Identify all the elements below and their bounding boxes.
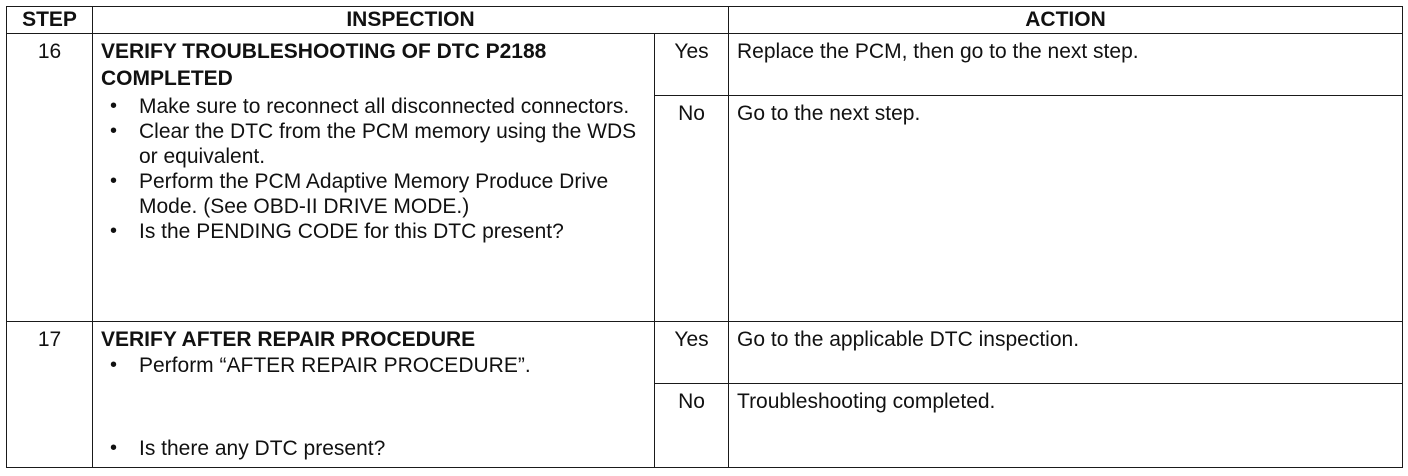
inspection-bullets: Make sure to reconnect all disconnected … bbox=[101, 94, 646, 244]
bullet-item: Clear the DTC from the PCM memory using … bbox=[101, 119, 646, 169]
header-inspection: INSPECTION bbox=[91, 6, 730, 34]
no-action: Troubleshooting completed. bbox=[728, 383, 1404, 468]
inspection-cell: VERIFY AFTER REPAIR PROCEDURE Perform “A… bbox=[92, 321, 655, 468]
yes-label: Yes bbox=[653, 33, 730, 96]
bullet-item: Make sure to reconnect all disconnected … bbox=[101, 94, 646, 119]
step-number: 17 bbox=[6, 321, 93, 468]
no-label: No bbox=[653, 383, 730, 468]
bullet-item: Perform the PCM Adaptive Memory Produce … bbox=[101, 169, 646, 219]
procedure-table: STEP INSPECTION ACTION 16 VERIFY TROUBLE… bbox=[6, 6, 1404, 468]
inspection-title: VERIFY AFTER REPAIR PROCEDURE bbox=[101, 328, 476, 351]
inspection-bullets-final: Is there any DTC present? bbox=[101, 436, 646, 461]
header-step: STEP bbox=[6, 6, 93, 34]
step-17-yes-row: 17 VERIFY AFTER REPAIR PROCEDURE Perform… bbox=[6, 321, 1404, 468]
bullet-item: Is the PENDING CODE for this DTC present… bbox=[101, 219, 646, 244]
no-label: No bbox=[653, 95, 730, 322]
inspection-title: VERIFY TROUBLESHOOTING OF DTC P2188 COMP… bbox=[101, 40, 547, 90]
step-17-no-row: No Troubleshooting completed. bbox=[7, 383, 1404, 468]
yes-label: Yes bbox=[653, 321, 730, 384]
step-number: 16 bbox=[6, 33, 93, 322]
yes-action: Go to the applicable DTC inspection. bbox=[728, 321, 1404, 384]
bullet-item: Perform “AFTER REPAIR PROCEDURE”. bbox=[101, 353, 646, 378]
inspection-cell: VERIFY TROUBLESHOOTING OF DTC P2188 COMP… bbox=[92, 33, 655, 322]
no-action: Go to the next step. bbox=[728, 95, 1404, 322]
inspection-bullets: Perform “AFTER REPAIR PROCEDURE”. bbox=[101, 353, 646, 378]
yes-action: Replace the PCM, then go to the next ste… bbox=[728, 33, 1404, 96]
bullet-item: Is there any DTC present? bbox=[101, 436, 646, 461]
header-row: STEP INSPECTION ACTION bbox=[6, 6, 1404, 34]
step-16-no-row: No Go to the next step. bbox=[7, 95, 1404, 322]
header-action: ACTION bbox=[728, 6, 1404, 34]
step-16-yes-row: 16 VERIFY TROUBLESHOOTING OF DTC P2188 C… bbox=[6, 33, 1404, 322]
